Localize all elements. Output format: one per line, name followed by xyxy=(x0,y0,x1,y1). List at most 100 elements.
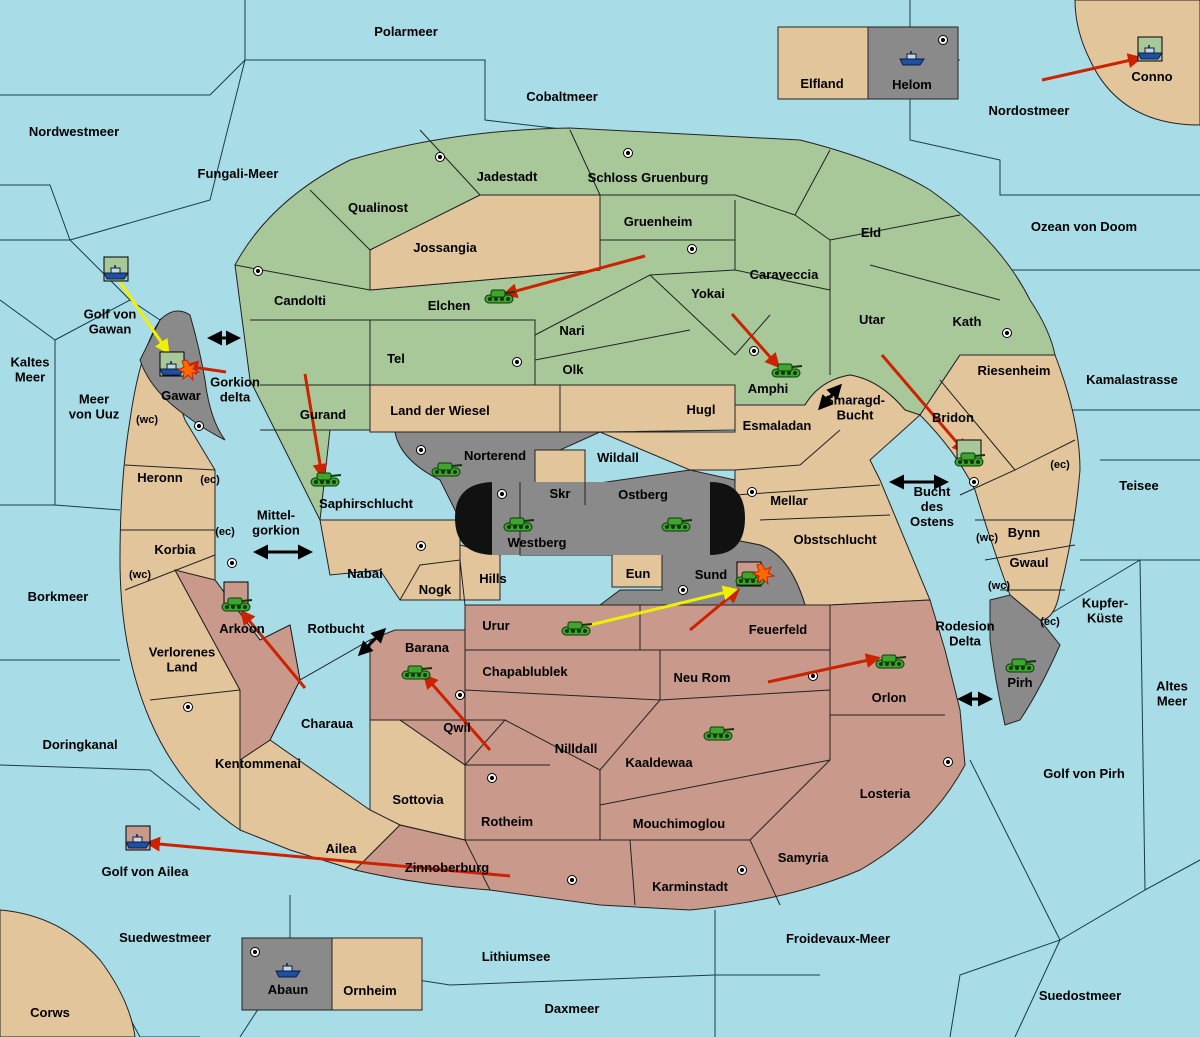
label-sund: Sund xyxy=(695,567,728,582)
supply-center-icon xyxy=(416,445,426,455)
label-karminstadt: Karminstadt xyxy=(652,879,729,894)
supply-center-icon xyxy=(567,875,577,885)
label-elfland: Elfland xyxy=(800,76,843,91)
tank-icon xyxy=(484,289,516,304)
tank-icon xyxy=(221,597,253,612)
label-chapablublek: Chapablublek xyxy=(482,664,568,679)
supply-center-icon xyxy=(194,421,204,431)
label-esmaladan: Esmaladan xyxy=(743,418,812,433)
label-orlon: Orlon xyxy=(872,690,907,705)
green-territories xyxy=(234,127,1056,522)
label-samyria: Samyria xyxy=(778,850,829,865)
label-smaragd-bucht: Smaragd-Bucht xyxy=(825,393,885,423)
tank-icon xyxy=(703,726,735,741)
coast-tag: (wc) xyxy=(988,580,1010,592)
label-daxmeer: Daxmeer xyxy=(545,1001,600,1016)
supply-center-icon xyxy=(250,947,260,957)
label-amphi: Amphi xyxy=(748,381,788,396)
label-nari: Nari xyxy=(559,323,584,338)
label-barana: Barana xyxy=(405,640,450,655)
supply-center-icon xyxy=(455,690,465,700)
label-caraveccia: Caraveccia xyxy=(750,267,819,282)
label-corws: Corws xyxy=(30,1005,70,1020)
coast-tag: (ec) xyxy=(215,526,235,538)
label-gwaul: Gwaul xyxy=(1009,555,1048,570)
tank-icon xyxy=(771,363,803,378)
explosion-icon xyxy=(751,563,776,586)
supply-center-icon xyxy=(687,244,697,254)
coast-tag: (wc) xyxy=(136,414,158,426)
label-kupfer-kueste: Kupfer-Küste xyxy=(1082,596,1128,626)
label-nordwestmeer: Nordwestmeer xyxy=(29,124,119,139)
label-riesenheim: Riesenheim xyxy=(978,363,1051,378)
label-nilldall: Nilldall xyxy=(555,741,598,756)
coast-tag: (wc) xyxy=(129,569,151,581)
tank-icon xyxy=(561,621,593,636)
label-lithiumsee: Lithiumsee xyxy=(482,949,551,964)
tank-icon xyxy=(431,462,463,477)
label-candolti: Candolti xyxy=(274,293,326,308)
label-golf-von-ailea: Golf von Ailea xyxy=(102,864,190,879)
label-suedwestmeer: Suedwestmeer xyxy=(119,930,211,945)
label-kaaldewaa: Kaaldewaa xyxy=(625,755,693,770)
label-urur: Urur xyxy=(482,618,509,633)
label-fungali-meer: Fungali-Meer xyxy=(198,166,279,181)
label-cobaltmeer: Cobaltmeer xyxy=(526,89,598,104)
label-neu-rom: Neu Rom xyxy=(673,670,730,685)
supply-center-icon xyxy=(938,35,948,45)
conno-region xyxy=(1074,0,1200,126)
label-jadestadt: Jadestadt xyxy=(477,169,538,184)
label-kentommenai: Kentommenai xyxy=(215,756,301,771)
label-feuerfeld: Feuerfeld xyxy=(749,622,808,637)
label-charaua: Charaua xyxy=(301,716,354,731)
label-pirh: Pirh xyxy=(1007,675,1032,690)
supply-center-icon xyxy=(497,489,507,499)
label-hills: Hills xyxy=(479,571,506,586)
label-qualinost: Qualinost xyxy=(348,200,409,215)
label-jossangia: Jossangia xyxy=(413,240,477,255)
supply-center-icon xyxy=(227,558,237,568)
label-nordostmeer: Nordostmeer xyxy=(989,103,1070,118)
label-polarmeer: Polarmeer xyxy=(374,24,438,39)
ship-icon xyxy=(899,51,925,66)
coast-tag: (wc) xyxy=(976,532,998,544)
tank-icon xyxy=(954,452,986,467)
label-bynn: Bynn xyxy=(1008,525,1041,540)
supply-center-icon xyxy=(737,865,747,875)
tank-icon xyxy=(1005,658,1037,673)
canal-markers xyxy=(207,330,993,707)
corws-region xyxy=(0,909,136,1037)
label-mittelgorkion: Mittel-gorkion xyxy=(252,508,300,538)
label-kath: Kath xyxy=(953,314,982,329)
label-ostberg: Ostberg xyxy=(618,487,668,502)
coast-tag: (ec) xyxy=(1040,616,1060,628)
label-tel: Tel xyxy=(387,351,405,366)
label-arkoon: Arkoon xyxy=(219,621,265,636)
label-nabai: Nabai xyxy=(347,566,382,581)
label-gurand: Gurand xyxy=(300,407,346,422)
supply-center-icon xyxy=(416,541,426,551)
label-qwil: Qwil xyxy=(443,720,470,735)
label-hugl: Hugl xyxy=(687,402,716,417)
supply-center-icon xyxy=(749,346,759,356)
label-rotbucht: Rotbucht xyxy=(307,621,365,636)
label-helom: Helom xyxy=(892,77,932,92)
label-gawar: Gawar xyxy=(161,388,201,403)
label-skr: Skr xyxy=(550,486,571,501)
coast-tag: (ec) xyxy=(200,474,220,486)
ship-icon xyxy=(125,834,151,849)
ship-icon xyxy=(103,265,129,280)
label-korbia: Korbia xyxy=(154,542,196,557)
label-ailea: Ailea xyxy=(325,841,357,856)
tank-icon xyxy=(661,517,693,532)
supply-center-icon xyxy=(183,702,193,712)
label-nogk: Nogk xyxy=(419,582,452,597)
label-froidevaux-meer: Froidevaux-Meer xyxy=(786,931,890,946)
